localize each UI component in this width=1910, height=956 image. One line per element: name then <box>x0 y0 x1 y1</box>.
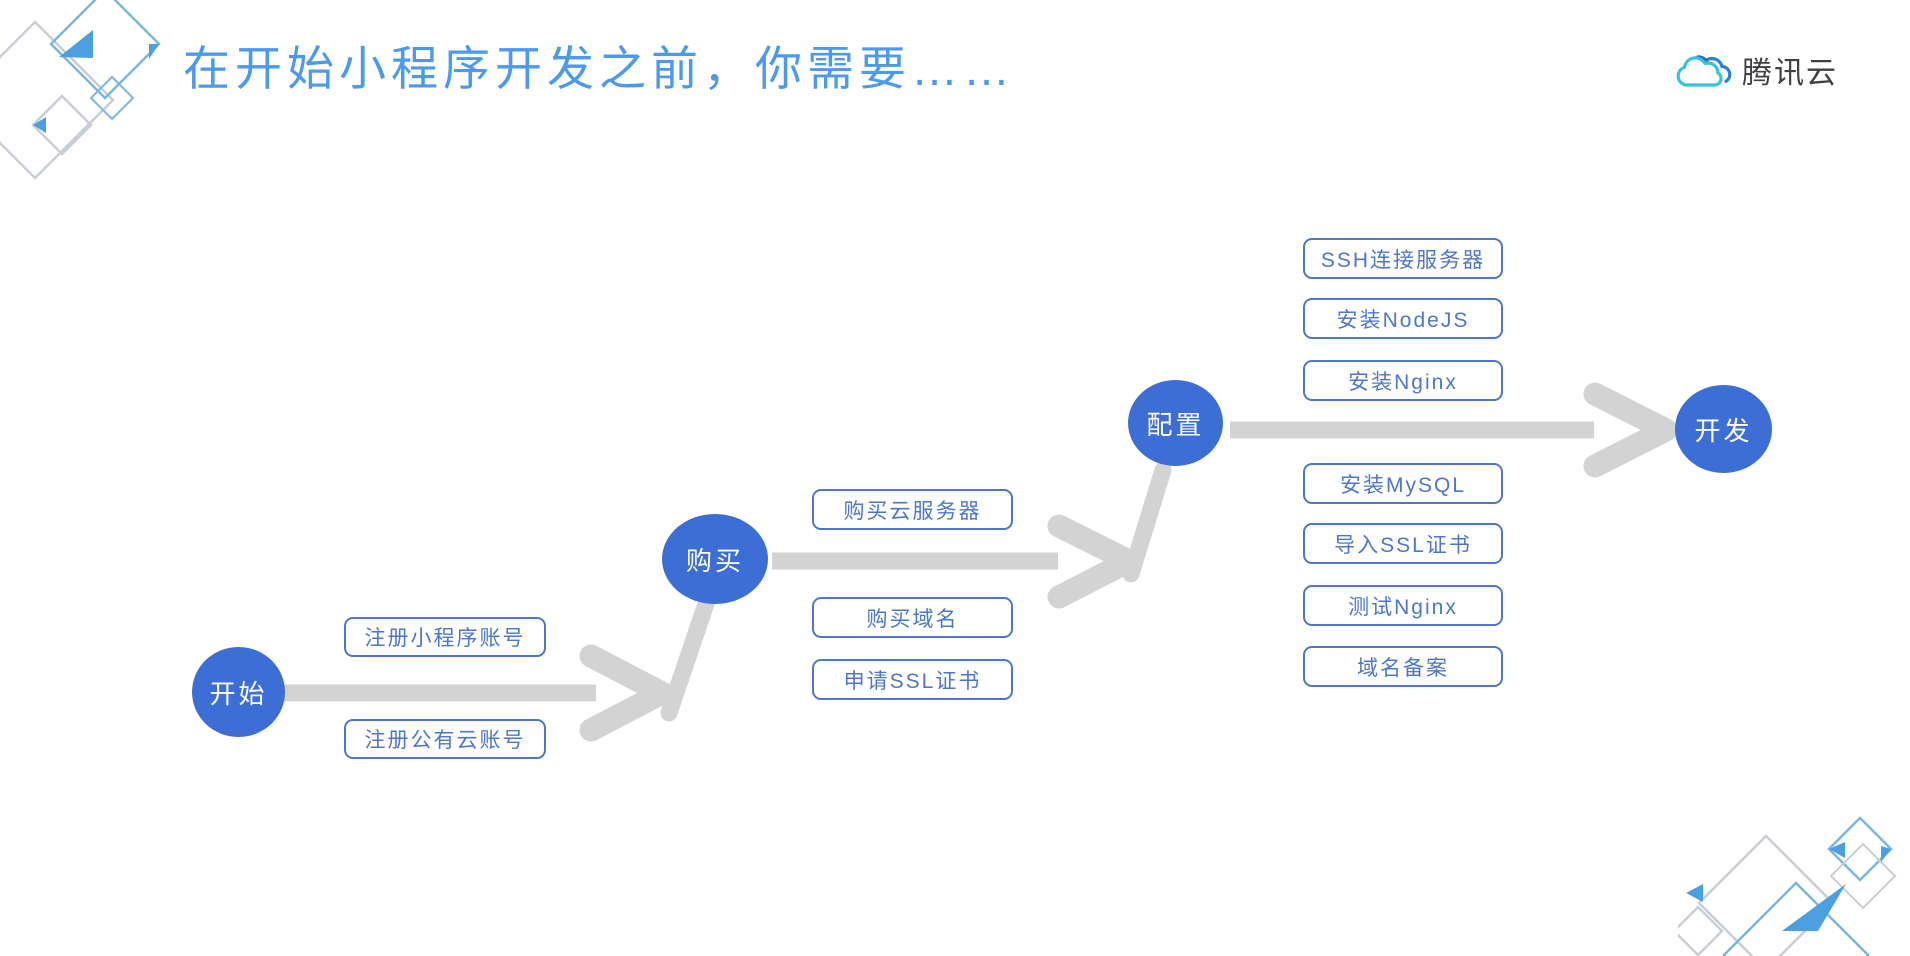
task-box-buy-cloud-server: 购买云服务器 <box>812 489 1013 530</box>
task-box-register-miniprogram-account: 注册小程序账号 <box>344 617 546 657</box>
task-box-apply-ssl-cert: 申请SSL证书 <box>812 659 1013 700</box>
task-box-import-ssl-cert: 导入SSL证书 <box>1303 523 1503 564</box>
stage-node-dev: 开发 <box>1675 385 1772 473</box>
slide-title: 在开始小程序开发之前，你需要…… <box>183 42 1015 95</box>
task-box-domain-icp-filing: 域名备案 <box>1303 646 1503 687</box>
stage-node-start: 开始 <box>192 647 285 737</box>
decor-diamonds-bottom-right <box>1678 816 1897 956</box>
brand-name: 腾讯云 <box>1742 57 1838 90</box>
arrow-config-to-dev <box>1230 382 1678 478</box>
task-box-install-nginx: 安装Nginx <box>1303 360 1503 401</box>
decor-diamonds-top-left <box>0 0 161 180</box>
task-box-install-nodejs: 安装NodeJS <box>1303 298 1503 339</box>
task-box-buy-domain: 购买域名 <box>812 597 1013 638</box>
stage-node-config: 配置 <box>1128 380 1223 466</box>
arrow-start-to-buy <box>250 592 716 742</box>
task-box-install-mysql: 安装MySQL <box>1303 463 1503 504</box>
arrow-buy-to-config <box>772 461 1172 609</box>
brand-logo: 腾讯云 <box>1674 48 1838 92</box>
stage-node-buy: 购买 <box>662 514 768 604</box>
tencent-cloud-icon <box>1676 55 1732 87</box>
task-box-register-public-cloud-account: 注册公有云账号 <box>344 719 546 759</box>
task-box-ssh-connect-server: SSH连接服务器 <box>1303 238 1503 279</box>
task-box-test-nginx: 测试Nginx <box>1303 585 1503 626</box>
